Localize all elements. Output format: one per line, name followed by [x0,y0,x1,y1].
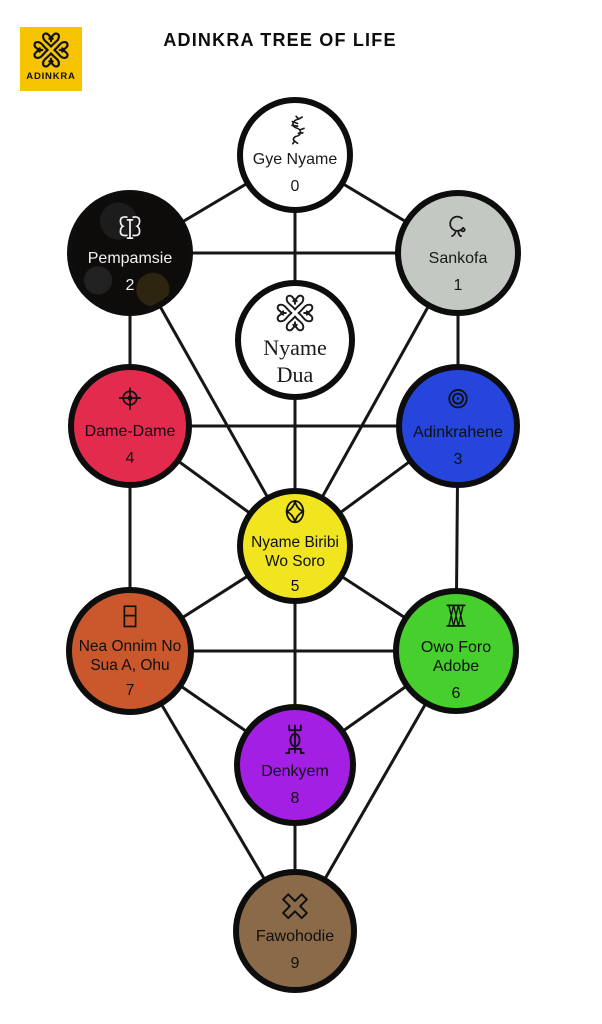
adinkrahene-symbol-icon [438,382,478,422]
node-number: 2 [125,277,135,294]
node-number: 9 [290,955,300,972]
nea-onnim-symbol-icon [112,601,148,637]
node-number: 6 [451,684,461,702]
node-dame-dame: Dame-Dame 4 [68,364,192,488]
node-label: Owo Foro Adobe [420,638,492,676]
node-label: Pempamsie [87,250,173,268]
node-owo-foro: Owo Foro Adobe 6 [393,588,519,714]
node-label: Fawohodie [255,928,335,946]
node-number: 3 [453,451,463,468]
node-number: 0 [290,178,300,195]
node-number: 1 [453,277,463,294]
pempamsie-symbol-icon [111,210,149,248]
node-label: Denkyem [261,763,329,781]
node-label: Nyame Dua [263,334,327,387]
node-label: Adinkrahene [413,424,503,442]
fawohodie-symbol-icon [276,888,314,926]
nyame-dua-symbol-icon [274,292,316,334]
node-nea-onnim: Nea Onnim No Sua A, Ohu 7 [66,587,194,715]
adinkra-logo: ADINKRA [20,27,82,91]
node-label: Nyame Biribi Wo Soro [251,533,339,570]
node-gye-nyame: Gye Nyame 0 [237,97,353,213]
owo-foro-symbol-icon [437,599,475,637]
node-number: 7 [125,682,135,700]
gye-nyame-symbol-icon [277,113,313,149]
node-label: Dame-Dame [84,423,176,441]
node-label: Gye Nyame [252,151,338,169]
page-title: ADINKRA TREE OF LIFE [163,30,397,50]
denkyem-symbol-icon [275,721,315,761]
node-label: Sankofa [428,250,488,268]
sankofa-symbol-icon [439,210,477,248]
logo-brand-text: ADINKRA [26,71,76,82]
node-label: Nea Onnim No Sua A, Ohu [78,637,182,674]
node-number: 4 [125,450,135,467]
node-adinkrahene: Adinkrahene 3 [396,364,520,488]
node-number: 5 [290,578,300,596]
dame-dame-symbol-icon [111,383,149,421]
node-sankofa: Sankofa 1 [395,190,521,316]
nyame-dua-clover-icon [31,30,71,70]
node-denkyem: Denkyem 8 [234,704,356,826]
node-pempamsie: Pempamsie 2 [67,190,193,316]
node-nyame-dua: Nyame Dua [235,280,355,400]
node-number: 8 [290,790,300,807]
nyame-biribi-symbol-icon [276,495,314,533]
node-nyame-biribi: Nyame Biribi Wo Soro 5 [237,488,353,604]
node-fawohodie: Fawohodie 9 [233,869,357,993]
